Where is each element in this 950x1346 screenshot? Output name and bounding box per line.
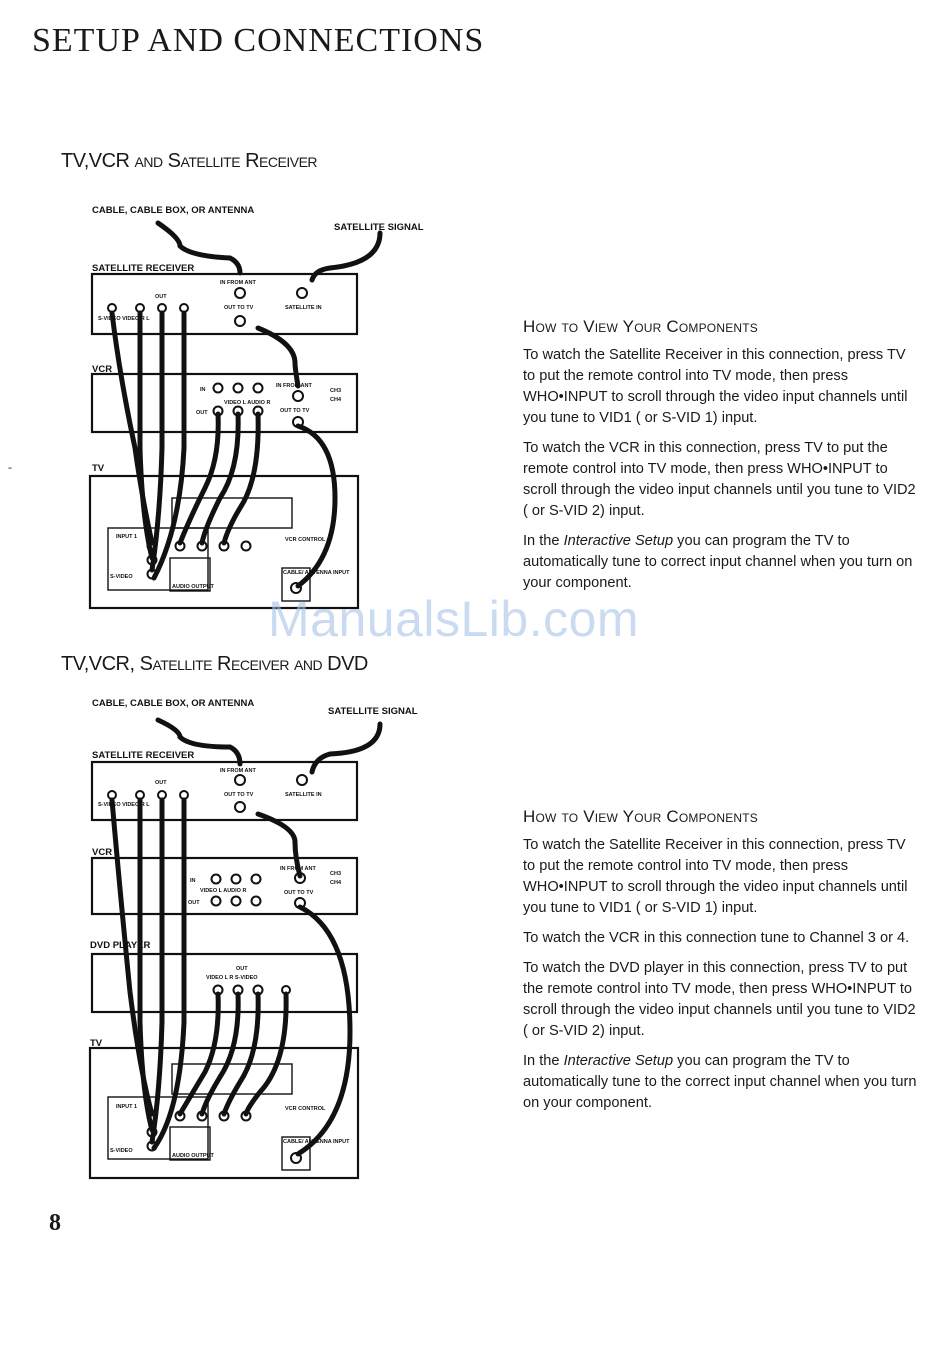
s2-vcr-ch3: CH3	[330, 871, 341, 877]
s2-source-label: CABLE, CABLE BOX, OR ANTENNA	[92, 698, 254, 709]
s2-vcr-out-to-tv: OUT TO TV	[284, 890, 314, 896]
s2-vcr-ch4: CH4	[330, 880, 342, 886]
s2-sat-satellite-in: SATELLITE IN	[285, 792, 322, 798]
s1-vcr-out-to-tv: OUT TO TV	[280, 408, 310, 414]
watermark: ManualsLib.com	[268, 591, 640, 647]
s2-tv-label: TV	[90, 1038, 103, 1049]
s2-howto-p3: To watch the DVD player in this connecti…	[523, 960, 916, 1039]
s1-sat-out-to-tv: OUT TO TV	[224, 305, 254, 311]
s1-vcr-ch4: CH4	[330, 397, 342, 403]
s1-satellite-signal-label: SATELLITE SIGNAL	[334, 222, 424, 233]
s1-vcr-in-from-ant: IN FROM ANT	[276, 383, 312, 389]
s2-sat-out-to-tv: OUT TO TV	[224, 792, 254, 798]
s2-vcr-in: IN	[190, 878, 196, 884]
s2-vcr-video-audio: VIDEO L AUDIO R	[200, 888, 246, 894]
s1-howto-p3: In the Interactive Setup you can program…	[523, 533, 913, 591]
s1-sat-satellite-in: SATELLITE IN	[285, 305, 322, 311]
s2-sat-receiver-box	[90, 760, 359, 822]
section2-diagram: CABLE, CABLE BOX, OR ANTENNA SATELLITE S…	[80, 692, 440, 1187]
s1-sat-in-from-ant: IN FROM ANT	[220, 280, 256, 286]
s2-vcr-out: OUT	[188, 900, 200, 906]
s2-vcr-box	[90, 856, 359, 916]
s2-dvd-label: DVD PLAYER	[90, 940, 150, 951]
s1-tv-audio-output: AUDIO OUTPUT	[172, 584, 215, 590]
section2-howto: How to View Your Components To watch the…	[523, 807, 923, 1123]
s1-vcr-tv-rf-cable	[295, 423, 338, 589]
s1-vcr-video-audio: VIDEO L AUDIO R	[224, 400, 270, 406]
s1-tv-vcr-control: VCR CONTROL	[285, 537, 326, 543]
s1-vcr-label: VCR	[92, 364, 112, 375]
s1-tv-cable-antenna: CABLE/ ANTENNA INPUT	[283, 570, 350, 576]
s2-tv-svideo: S-VIDEO	[110, 1148, 133, 1154]
s1-tv-svideo: S-VIDEO	[110, 574, 133, 580]
s2-howto-heading: How to View Your Components	[523, 807, 758, 826]
section1-heading: TV,VCR and Satellite Receiver	[61, 150, 318, 172]
s2-sat-in-from-ant: IN FROM ANT	[220, 768, 256, 774]
page-title: SETUP AND CONNECTIONS	[32, 22, 485, 59]
s1-howto-p1: To watch the Satellite Receiver in this …	[523, 347, 908, 426]
s1-sat-receiver-label: SATELLITE RECEIVER	[92, 263, 194, 274]
s2-tv-vcr-control: VCR CONTROL	[285, 1106, 326, 1112]
s2-satellite-signal-label: SATELLITE SIGNAL	[328, 706, 418, 717]
s2-sat-out: OUT	[155, 780, 167, 786]
s2-sat-jack-labels: S-VIDEO VIDEO R L	[98, 802, 150, 808]
s2-howto-p1: To watch the Satellite Receiver in this …	[523, 837, 908, 916]
s2-sat-receiver-label: SATELLITE RECEIVER	[92, 750, 194, 761]
s1-howto-heading: How to View Your Components	[523, 317, 758, 336]
s1-vcr-in: IN	[200, 387, 206, 393]
s1-tv-box	[88, 474, 360, 610]
s1-tv-label: TV	[92, 463, 105, 474]
s1-sat-vcr-cable	[255, 325, 301, 389]
margin-mark: -	[8, 460, 12, 474]
s2-vcr-label: VCR	[92, 847, 112, 858]
s1-tv-input1: INPUT 1	[116, 534, 137, 540]
s2-tv-audio-output: AUDIO OUTPUT	[172, 1153, 215, 1159]
section2-heading: TV,VCR, Satellite Receiver and DVD	[61, 653, 368, 675]
s2-tv-box	[88, 1046, 360, 1180]
s1-sat-out: OUT	[155, 294, 167, 300]
section1-howto: How to View Your Components To watch the…	[523, 317, 923, 603]
s2-dvd-out: OUT	[236, 966, 248, 972]
s2-howto-p2: To watch the VCR in this connection tune…	[523, 930, 910, 946]
s1-howto-p2: To watch the VCR in this connection, pre…	[523, 440, 916, 519]
s1-vcr-out: OUT	[196, 410, 208, 416]
s1-vcr-ch3: CH3	[330, 388, 341, 394]
s1-sat-jack-labels: S-VIDEO VIDEO R L	[98, 316, 150, 322]
s2-howto-p4: In the Interactive Setup you can program…	[523, 1053, 917, 1111]
section1-diagram: CABLE, CABLE BOX, OR ANTENNA SATELLITE S…	[80, 198, 440, 618]
s1-source-label: CABLE, CABLE BOX, OR ANTENNA	[92, 205, 254, 216]
s1-sat-receiver-box	[90, 272, 359, 336]
s1-antenna-cable	[155, 220, 243, 276]
s2-tv-input1: INPUT 1	[116, 1104, 137, 1110]
s2-dvd-box	[90, 952, 359, 1014]
page-number: 8	[49, 1210, 61, 1236]
s1-vcr-box	[90, 372, 359, 434]
s2-dvd-jack-labels: VIDEO L R S-VIDEO	[206, 975, 258, 981]
